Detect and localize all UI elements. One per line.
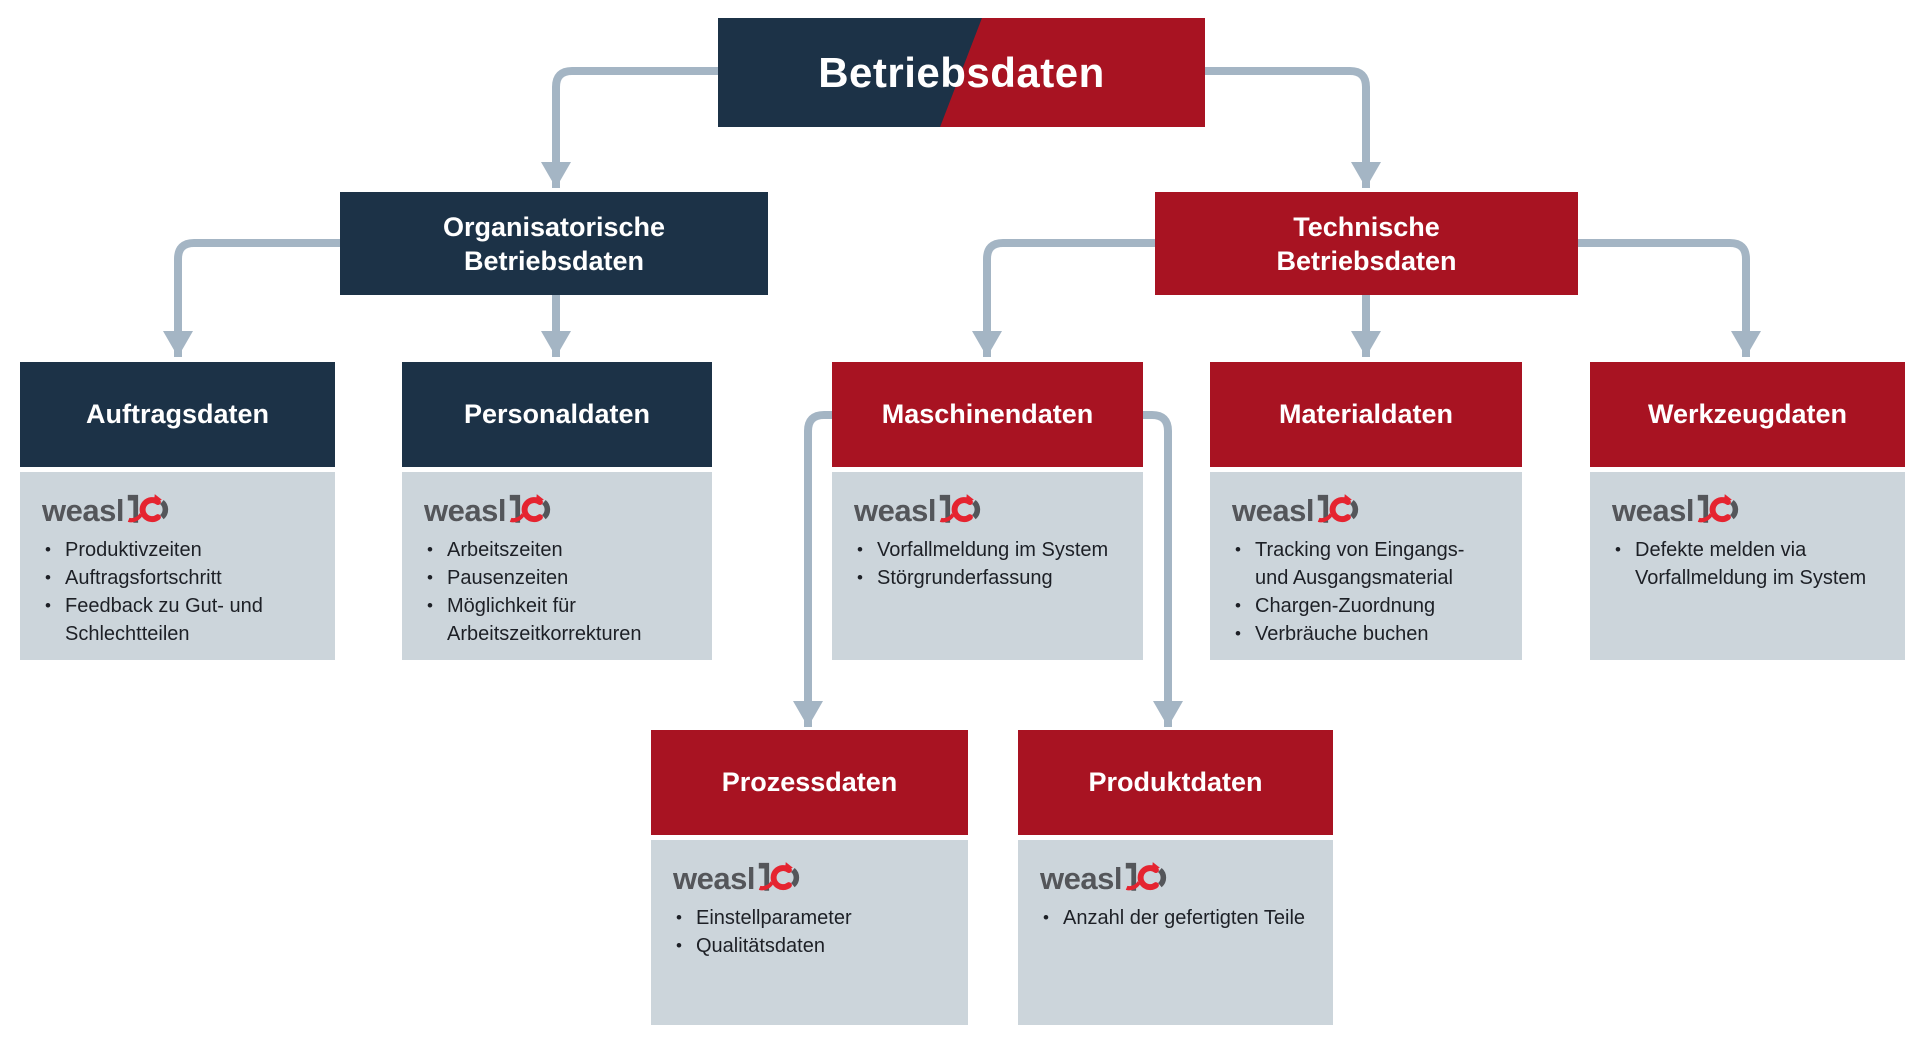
card-body: weasl Vorfallmeldung im System Störgrund… bbox=[832, 472, 1143, 660]
arrow-root-to-technische bbox=[1205, 67, 1381, 188]
weasl-wordmark: weasl bbox=[424, 492, 506, 528]
weasel-icon bbox=[1125, 862, 1167, 891]
card-body: weasl Tracking von Eingangs- und Ausgang… bbox=[1210, 472, 1522, 660]
weasel-icon bbox=[1697, 494, 1739, 523]
weasl-logo: weasl bbox=[673, 858, 950, 898]
weasl-logo: weasl bbox=[424, 490, 694, 530]
weasel-icon bbox=[509, 494, 551, 523]
card-body: weasl Arbeitszeiten Pausenzeiten Möglich… bbox=[402, 472, 712, 660]
bullet-list: Tracking von Eingangs- und Ausgangsmater… bbox=[1230, 536, 1504, 648]
root-red-accent bbox=[940, 18, 1205, 127]
card-prozessdaten: Prozessdaten weasl Einstellparameter Qua… bbox=[651, 730, 968, 1025]
weasel-icon bbox=[758, 862, 800, 891]
card-title: Prozessdaten bbox=[651, 730, 968, 835]
card-title: Materialdaten bbox=[1210, 362, 1522, 467]
bullet-item: Produktivzeiten bbox=[40, 536, 317, 564]
arrow-tech-to-werkzeugdaten bbox=[1578, 239, 1761, 357]
card-title: Werkzeugdaten bbox=[1590, 362, 1905, 467]
branch-label-line: Betriebsdaten bbox=[463, 245, 645, 276]
weasl-wordmark: weasl bbox=[854, 492, 936, 528]
arrow-org-to-auftragsdaten bbox=[163, 239, 340, 357]
bullet-list: Anzahl der gefertigten Teile bbox=[1038, 904, 1315, 932]
bullet-item: Einstellparameter bbox=[671, 904, 950, 932]
weasl-logo: weasl bbox=[1612, 490, 1887, 530]
weasl-wordmark: weasl bbox=[1040, 860, 1122, 896]
bullet-item: Pausenzeiten bbox=[422, 564, 694, 592]
bullet-item: Qualitätsdaten bbox=[671, 932, 950, 960]
arrow-maschinen-to-prozessdaten bbox=[793, 411, 832, 727]
arrow-tech-to-maschinendaten bbox=[972, 239, 1155, 357]
bullet-item: Möglichkeit für Arbeitszeitkorrekturen bbox=[422, 592, 694, 648]
card-body: weasl Produktivzeiten Auftragsfortschrit… bbox=[20, 472, 335, 660]
weasl-logo: weasl bbox=[1232, 490, 1504, 530]
bullet-item: Chargen-Zuordnung bbox=[1230, 592, 1504, 620]
branch-label-line: Organisatorische bbox=[442, 211, 666, 242]
branch-technische: Technische Betriebsdaten bbox=[1155, 192, 1578, 295]
bullet-item: Tracking von Eingangs- und Ausgangsmater… bbox=[1230, 536, 1504, 592]
card-body: weasl Anzahl der gefertigten Teile bbox=[1018, 840, 1333, 1025]
branch-label-line: Betriebsdaten bbox=[1276, 245, 1457, 276]
weasel-icon bbox=[1317, 494, 1359, 523]
root-node-betriebsdaten: Betriebsdaten bbox=[718, 18, 1205, 127]
weasl-wordmark: weasl bbox=[1612, 492, 1694, 528]
arrow-maschinen-to-produktdaten bbox=[1143, 411, 1183, 727]
card-maschinendaten: Maschinendaten weasl Vorfallmeldung im S… bbox=[832, 362, 1143, 660]
bullet-item: Feedback zu Gut- und Schlechtteilen bbox=[40, 592, 317, 648]
card-title: Maschinendaten bbox=[832, 362, 1143, 467]
card-title: Personaldaten bbox=[402, 362, 712, 467]
bullet-item: Anzahl der gefertigten Teile bbox=[1038, 904, 1315, 932]
root-label: Betriebsdaten bbox=[818, 48, 1105, 96]
branch-label-line: Technische bbox=[1293, 211, 1440, 242]
weasl-logo: weasl bbox=[1040, 858, 1315, 898]
arrow-root-to-organisatorische bbox=[541, 67, 718, 188]
card-werkzeugdaten: Werkzeugdaten weasl Defekte melden via V… bbox=[1590, 362, 1905, 660]
weasl-wordmark: weasl bbox=[1232, 492, 1314, 528]
card-auftragsdaten: Auftragsdaten weasl Produktivzeiten Auft… bbox=[20, 362, 335, 660]
bullet-item: Defekte melden via Vorfallmeldung im Sys… bbox=[1610, 536, 1887, 592]
weasl-wordmark: weasl bbox=[42, 492, 124, 528]
bullet-list: Einstellparameter Qualitätsdaten bbox=[671, 904, 950, 960]
card-body: weasl Defekte melden via Vorfallmeldung … bbox=[1590, 472, 1905, 660]
weasl-logo: weasl bbox=[854, 490, 1125, 530]
card-materialdaten: Materialdaten weasl Tracking von Eingang… bbox=[1210, 362, 1522, 660]
bullet-item: Arbeitszeiten bbox=[422, 536, 694, 564]
bullet-list: Defekte melden via Vorfallmeldung im Sys… bbox=[1610, 536, 1887, 592]
card-title: Produktdaten bbox=[1018, 730, 1333, 835]
card-body: weasl Einstellparameter Qualitätsdaten bbox=[651, 840, 968, 1025]
bullet-item: Auftragsfortschritt bbox=[40, 564, 317, 592]
weasl-wordmark: weasl bbox=[673, 860, 755, 896]
bullet-item: Vorfallmeldung im System bbox=[852, 536, 1125, 564]
weasel-icon bbox=[127, 494, 169, 523]
bullet-list: Vorfallmeldung im System Störgrunderfass… bbox=[852, 536, 1125, 592]
card-personaldaten: Personaldaten weasl Arbeitszeiten Pausen… bbox=[402, 362, 712, 660]
bullet-list: Produktivzeiten Auftragsfortschritt Feed… bbox=[40, 536, 317, 648]
bullet-item: Störgrunderfassung bbox=[852, 564, 1125, 592]
card-produktdaten: Produktdaten weasl Anzahl der gefertigte… bbox=[1018, 730, 1333, 1025]
card-title: Auftragsdaten bbox=[20, 362, 335, 467]
weasel-icon bbox=[939, 494, 981, 523]
bullet-list: Arbeitszeiten Pausenzeiten Möglichkeit f… bbox=[422, 536, 694, 648]
bullet-item: Verbräuche buchen bbox=[1230, 620, 1504, 648]
branch-organisatorische: Organisatorische Betriebsdaten bbox=[340, 192, 768, 295]
weasl-logo: weasl bbox=[42, 490, 317, 530]
